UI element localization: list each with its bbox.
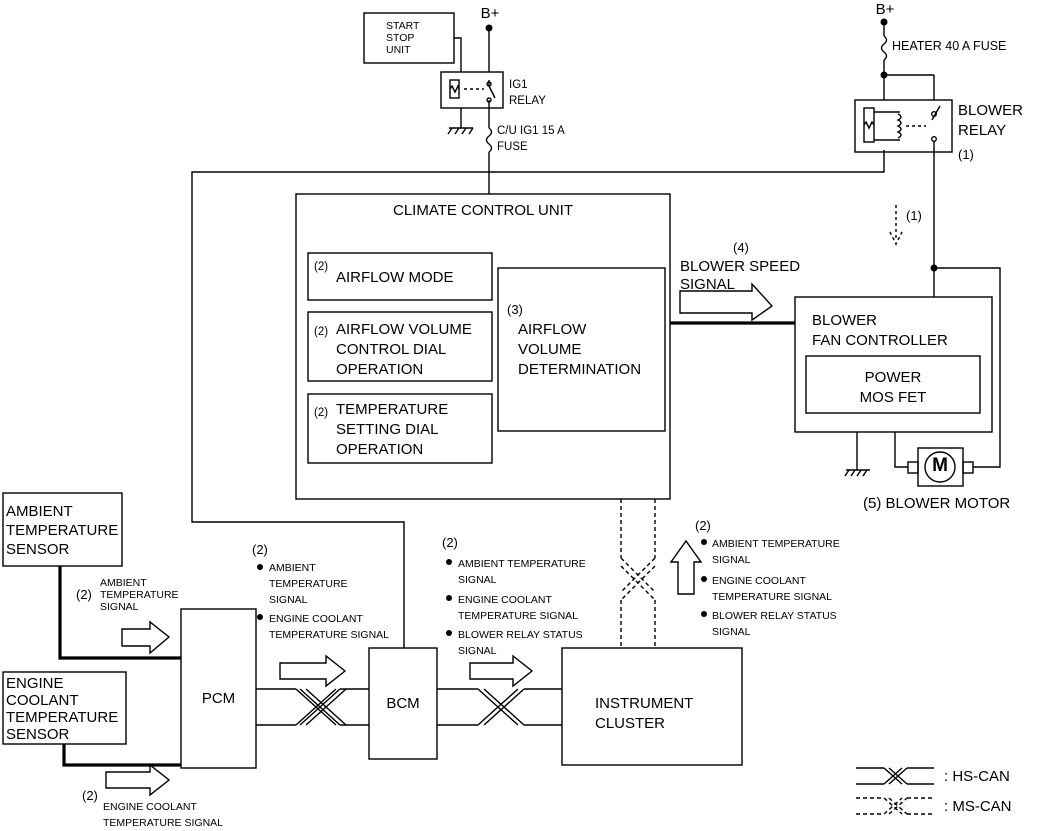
- temperature-num: (2): [314, 407, 329, 419]
- ambient-signal-num: (2): [76, 587, 92, 602]
- temperature-box: [307, 393, 493, 464]
- climate-control-unit-box: [295, 193, 671, 500]
- ambient-sensor-box: [2, 492, 123, 567]
- blower-relay-number: (1): [958, 147, 974, 162]
- ig1-relay-box: [440, 71, 504, 109]
- cluster-out-num: (2): [695, 518, 711, 533]
- blower-motor-label: (5) BLOWER MOTOR: [863, 495, 1011, 512]
- blower-motor-box: [917, 447, 964, 487]
- bcm-box: [368, 647, 438, 760]
- airflow-mode-num: (2): [314, 261, 329, 273]
- airflow-volume-box: [307, 311, 493, 382]
- legend-ms-can: : MS-CAN: [944, 798, 1012, 815]
- bcm-label: BCM: [386, 695, 420, 712]
- airflow-mode-box: [307, 252, 493, 301]
- pcm-label: PCM: [201, 690, 236, 707]
- bcm-out-num: (2): [442, 535, 458, 550]
- cluster-box: [561, 647, 743, 766]
- ccu-title: CLIMATE CONTROL UNIT: [392, 202, 573, 219]
- flow-number-1: (1): [906, 208, 922, 223]
- motor-symbol: M: [932, 455, 948, 476]
- b-plus-left: B+: [480, 5, 500, 22]
- determination-num: (3): [507, 302, 523, 317]
- mos-fet-box: [805, 355, 981, 414]
- fan-controller-box: [794, 296, 993, 433]
- pcm-out-num: (2): [252, 542, 268, 557]
- coolant-signal-num: (2): [82, 788, 98, 803]
- airflow-mode-label: AIRFLOW MODE: [336, 269, 454, 286]
- heater-fuse-label: HEATER 40 A FUSE: [892, 39, 1007, 53]
- determination-box: [497, 267, 666, 432]
- blower-speed-num: (4): [733, 240, 749, 255]
- legend-hs-can: : HS-CAN: [944, 768, 1010, 785]
- blower-relay-box: [854, 99, 953, 153]
- airflow-volume-num: (2): [314, 326, 329, 338]
- b-plus-right: B+: [875, 1, 895, 18]
